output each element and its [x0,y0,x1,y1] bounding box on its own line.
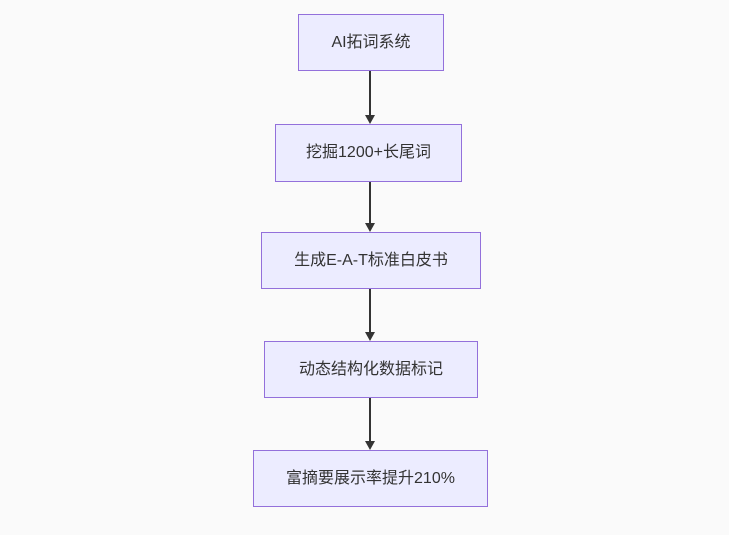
arrow-line [369,289,371,332]
arrow-line [369,398,371,441]
arrow-line [369,182,371,223]
flow-node-label: 生成E-A-T标准白皮书 [294,251,448,269]
flow-node-longtail-mining: 挖掘1200+长尾词 [275,124,462,182]
arrow-head-icon [365,441,375,450]
flow-node-label: 挖掘1200+长尾词 [306,144,431,162]
flow-arrow-4 [363,398,377,450]
arrow-head-icon [365,223,375,232]
arrow-line [369,71,371,115]
arrow-head-icon [365,115,375,124]
flow-arrow-3 [363,289,377,341]
flow-node-label: 富摘要展示率提升210% [286,469,455,487]
flow-node-eat-whitepaper: 生成E-A-T标准白皮书 [261,232,481,289]
flow-node-rich-snippet-result: 富摘要展示率提升210% [253,450,488,507]
flow-arrow-2 [363,182,377,232]
arrow-head-icon [365,332,375,341]
flow-arrow-1 [363,71,377,124]
flow-node-label: 动态结构化数据标记 [298,360,443,378]
flow-node-ai-keyword-system: AI拓词系统 [298,14,444,71]
flow-node-structured-data-markup: 动态结构化数据标记 [264,341,478,398]
flow-node-label: AI拓词系统 [331,33,411,51]
